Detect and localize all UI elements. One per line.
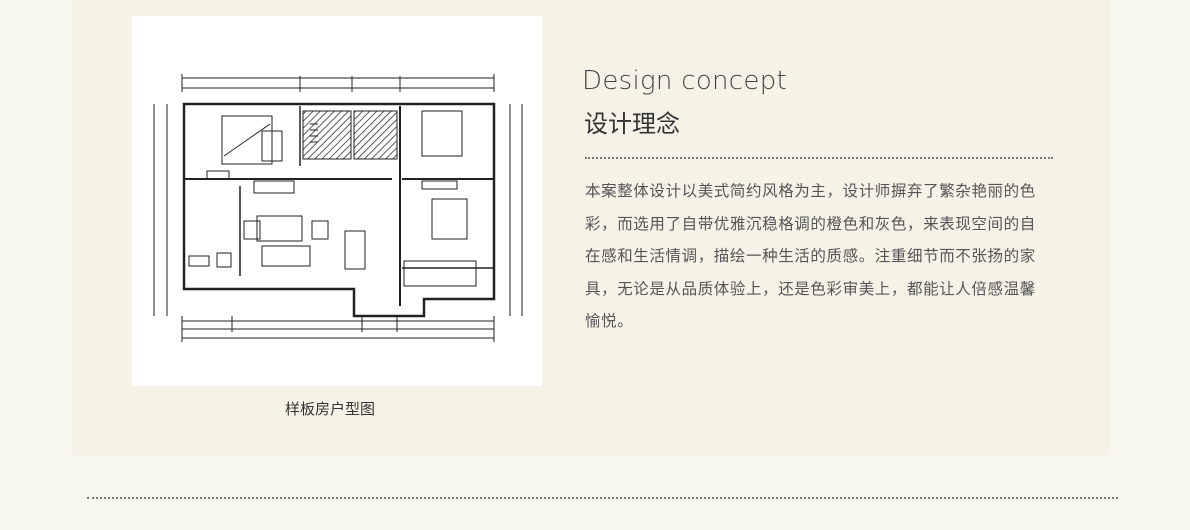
section-title-en: Design concept [582,66,788,96]
floor-plan-caption: 样板房户型图 [284,400,375,418]
floor-plan-image [132,16,542,386]
section-title-cn: 设计理念 [584,110,680,138]
dotted-divider [585,157,1053,159]
concept-description: 本案整体设计以美式简约风格为主，设计师摒弃了繁杂艳丽的色彩，而选用了自带优雅沉稳… [585,182,1036,331]
bottom-dotted-divider [87,497,1118,499]
